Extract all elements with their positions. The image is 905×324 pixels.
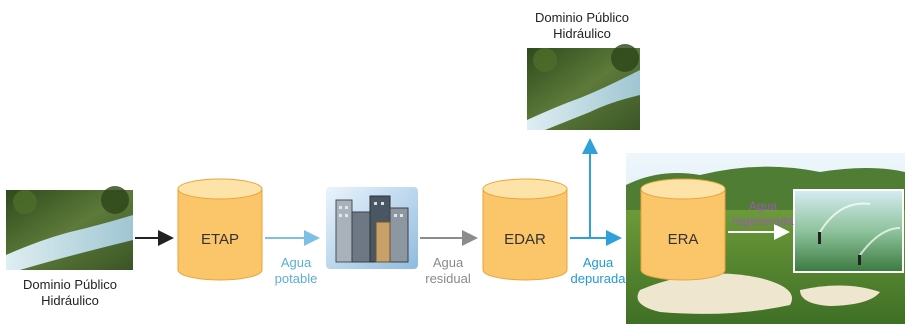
flow-residual-line1: Agua [432,255,464,270]
flow-regenerada-label: Agua regenerada [730,199,796,229]
era-tank [640,178,726,281]
flow-residual-label: Agua residual [418,255,478,287]
top-source-line1: Dominio Público [535,10,629,25]
left-source-line1: Dominio Público [23,277,117,292]
sprinkler-photo [793,189,904,273]
etap-label: ETAP [200,231,240,248]
left-source-line2: Hidráulico [41,293,99,308]
flow-depurada-line1: Agua [582,255,614,270]
flow-depurada-label: Agua depurada [566,255,630,287]
flow-potable-line2: potable [274,271,318,286]
era-label: ERA [667,231,699,248]
flow-residual-line2: residual [425,271,471,286]
left-source-label: Dominio Público Hidráulico [0,277,140,309]
edar-tank [482,178,568,281]
flow-regenerada-line1: Agua [748,199,778,213]
flow-potable-label: Agua potable [266,255,326,287]
city-buildings-icon [326,187,418,269]
river-photo-left [6,186,133,270]
flow-depurada-line2: depurada [570,271,626,286]
flow-potable-line1: Agua [280,255,312,270]
etap-tank [177,178,263,281]
edar-label: EDAR [504,231,546,248]
top-source-line2: Hidráulico [553,26,611,41]
flow-regenerada-line2: regenerada [732,214,794,228]
river-photo-top [527,44,640,130]
top-source-label: Dominio Público Hidráulico [512,10,652,42]
